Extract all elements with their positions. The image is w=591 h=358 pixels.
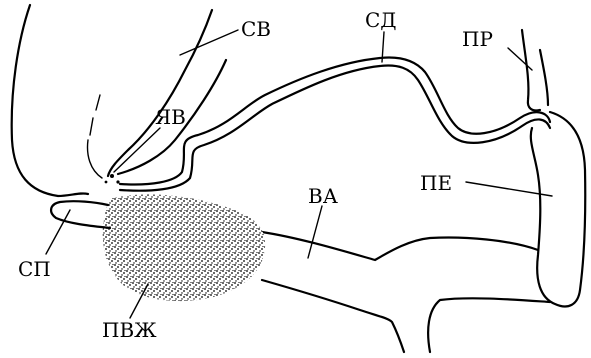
label-yav: ЯВ <box>155 105 186 129</box>
inner-contour-dashed <box>88 95 102 178</box>
leader-yav <box>114 128 160 172</box>
opening-dot-3 <box>105 181 108 184</box>
va-tube-top <box>262 232 538 260</box>
label-sd: СД <box>365 8 397 32</box>
leader-pr <box>508 48 532 70</box>
label-va: ВА <box>308 184 338 208</box>
leader-sv <box>180 30 238 55</box>
leader-va <box>308 206 322 258</box>
opening-dot-2 <box>116 180 119 183</box>
leader-sp <box>46 210 70 254</box>
upper-body-outline <box>108 10 212 176</box>
label-pe: ПЕ <box>420 171 452 195</box>
pe-sac <box>531 112 585 306</box>
pr-duct-left <box>522 30 540 111</box>
label-sv: СВ <box>241 17 271 41</box>
va-lower-branch <box>428 298 550 352</box>
sp-tube <box>51 201 110 228</box>
va-tube-bottom <box>262 280 404 352</box>
body-outline-left <box>12 5 88 196</box>
label-sp: СП <box>18 257 51 281</box>
label-pr: ПР <box>462 27 493 51</box>
pr-duct-right <box>540 50 548 105</box>
pvzh-gland <box>103 194 265 301</box>
opening-dot-1 <box>110 174 114 178</box>
label-pvzh: ПВЖ <box>102 318 157 342</box>
